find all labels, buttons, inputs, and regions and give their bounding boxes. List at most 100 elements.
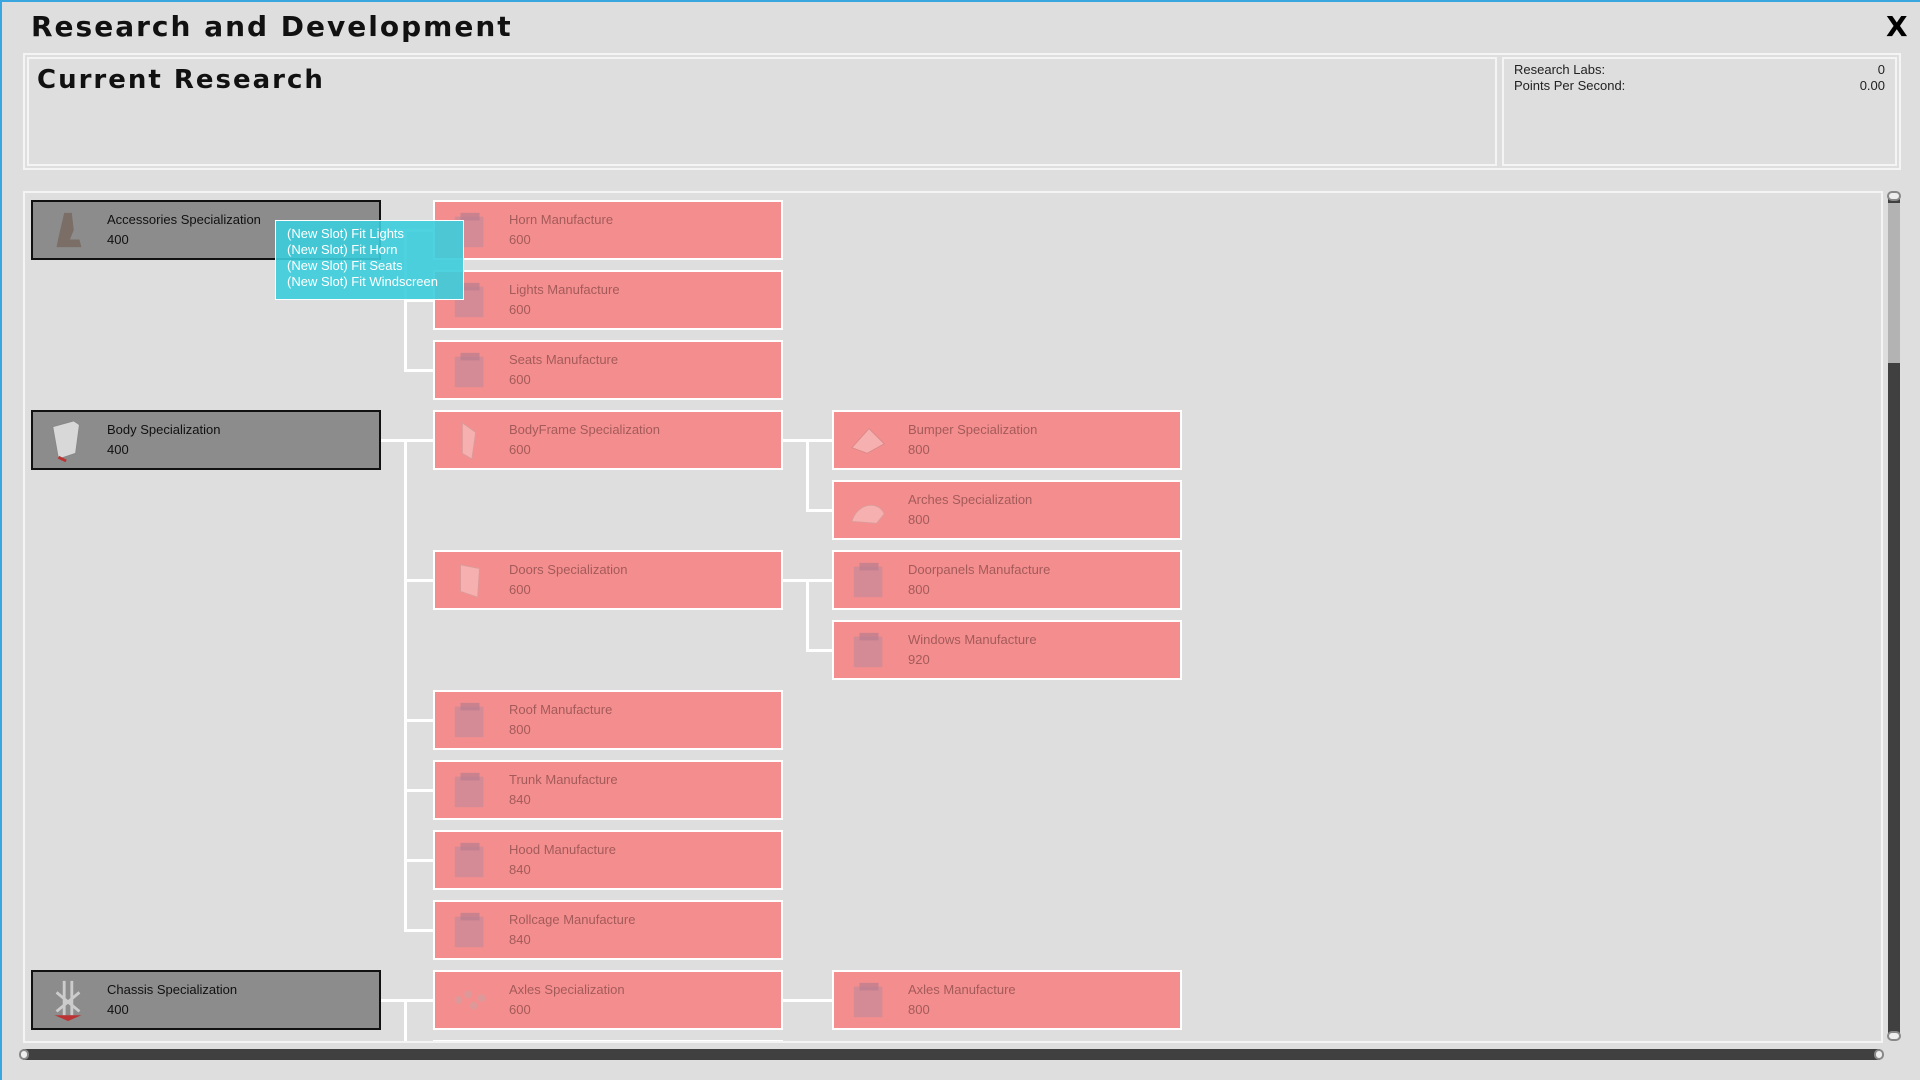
- tooltip-line: (New Slot) Fit Seats: [287, 258, 403, 273]
- connector-line: [381, 999, 406, 1002]
- factory-icon: [454, 842, 484, 878]
- scroll-down-arrow-icon[interactable]: [1887, 1031, 1901, 1041]
- research-node-bumper[interactable]: Bumper Specialization 800: [832, 410, 1182, 470]
- node-cost: 600: [509, 302, 531, 317]
- node-label: Accessories Specialization: [107, 212, 261, 227]
- door-icon: [459, 564, 481, 598]
- node-cost: 800: [908, 582, 930, 597]
- close-button[interactable]: X: [1886, 10, 1908, 43]
- research-node-doors[interactable]: Doors Specialization 600: [433, 550, 783, 610]
- node-cost: 800: [908, 1002, 930, 1017]
- node-label: Seats Manufacture: [509, 352, 619, 367]
- tooltip-line: (New Slot) Fit Lights: [287, 226, 405, 241]
- node-label: Doors Specialization: [509, 562, 628, 577]
- scroll-left-arrow-icon[interactable]: [19, 1049, 29, 1060]
- connector-line: [404, 579, 433, 582]
- stats-panel: Research Labs: 0 Points Per Second: 0.00: [1502, 57, 1897, 166]
- node-cost: 840: [509, 792, 531, 807]
- vertical-scroll-thumb[interactable]: [1888, 203, 1900, 363]
- stat-value: 0: [1877, 62, 1885, 77]
- connector-line: [806, 999, 832, 1002]
- connector-line: [404, 929, 433, 932]
- node-label: Body Specialization: [107, 422, 221, 437]
- chassis-icon: [54, 980, 82, 1021]
- horizontal-scrollbar[interactable]: [19, 1049, 1884, 1060]
- stat-points-per-second: Points Per Second: 0.00: [1514, 78, 1885, 94]
- connector-line: [806, 579, 832, 582]
- axle-icon: [454, 990, 486, 1010]
- stat-value: 0.00: [1859, 78, 1885, 93]
- node-label: Bumper Specialization: [908, 422, 1038, 437]
- vertical-scrollbar[interactable]: [1887, 191, 1901, 1041]
- factory-icon: [853, 632, 883, 668]
- connector-line: [404, 299, 433, 302]
- node-label: BodyFrame Specialization: [509, 422, 661, 437]
- stat-label: Points Per Second:: [1514, 78, 1626, 93]
- window-title: Research and Development: [31, 10, 513, 43]
- node-label: Doorpanels Manufacture: [908, 562, 1051, 577]
- research-node-doorpanels[interactable]: Doorpanels Manufacture 800: [832, 550, 1182, 610]
- node-label: Trunk Manufacture: [509, 772, 618, 787]
- factory-icon: [853, 562, 883, 598]
- connector-line: [404, 439, 407, 931]
- research-node-partial[interactable]: [433, 1040, 783, 1041]
- connector-line: [404, 859, 433, 862]
- research-tree[interactable]: Accessories Specialization 400 Horn Manufa…: [23, 191, 1883, 1043]
- node-cost: 600: [509, 372, 531, 387]
- current-research-title: Current Research: [37, 65, 325, 95]
- node-cost: 920: [908, 652, 930, 667]
- factory-icon: [454, 912, 484, 948]
- connector-line: [404, 369, 433, 372]
- research-node-roof[interactable]: Roof Manufacture 800: [433, 690, 783, 750]
- frame-icon: [461, 421, 477, 460]
- scroll-right-arrow-icon[interactable]: [1874, 1049, 1884, 1060]
- node-label: Rollcage Manufacture: [509, 912, 636, 927]
- node-label: Hood Manufacture: [509, 842, 616, 857]
- node-cost: 840: [509, 932, 531, 947]
- research-node-trunk[interactable]: Trunk Manufacture 840: [433, 760, 783, 820]
- factory-icon: [454, 352, 484, 388]
- arch-icon: [851, 504, 885, 524]
- node-cost: 600: [509, 582, 531, 597]
- connector-line: [806, 649, 832, 652]
- node-cost: 600: [509, 232, 531, 247]
- factory-icon: [454, 772, 484, 808]
- connector-line: [783, 439, 808, 442]
- connector-line: [806, 509, 832, 512]
- body-panel-icon: [52, 420, 80, 462]
- connector-line: [404, 999, 407, 1041]
- connector-line: [404, 439, 433, 442]
- node-label: Roof Manufacture: [509, 702, 613, 717]
- connector-line: [381, 439, 406, 442]
- tooltip-line: (New Slot) Fit Horn: [287, 242, 398, 257]
- connector-line: [806, 439, 832, 442]
- stat-label: Research Labs:: [1514, 62, 1606, 77]
- node-label: Windows Manufacture: [908, 632, 1037, 647]
- connector-line: [806, 579, 809, 651]
- stat-research-labs: Research Labs: 0: [1514, 62, 1885, 78]
- node-cost: 600: [509, 1002, 531, 1017]
- connector-line: [806, 439, 809, 511]
- research-node-rollcage[interactable]: Rollcage Manufacture 840: [433, 900, 783, 960]
- node-cost: 800: [908, 442, 930, 457]
- tooltip: (New Slot) Fit Lights (New Slot) Fit Hor…: [275, 220, 464, 300]
- factory-icon: [454, 702, 484, 738]
- node-cost: 800: [509, 722, 531, 737]
- research-node-windows[interactable]: Windows Manufacture 920: [832, 620, 1182, 680]
- connector-line: [783, 999, 808, 1002]
- node-label: Lights Manufacture: [509, 282, 620, 297]
- node-cost: 400: [107, 1002, 129, 1017]
- research-node-seats[interactable]: Seats Manufacture 600: [433, 340, 783, 400]
- connector-line: [783, 579, 808, 582]
- seat-icon: [56, 212, 82, 248]
- research-node-lights[interactable]: Lights Manufacture 600: [433, 270, 783, 330]
- scroll-up-arrow-icon[interactable]: [1887, 191, 1901, 201]
